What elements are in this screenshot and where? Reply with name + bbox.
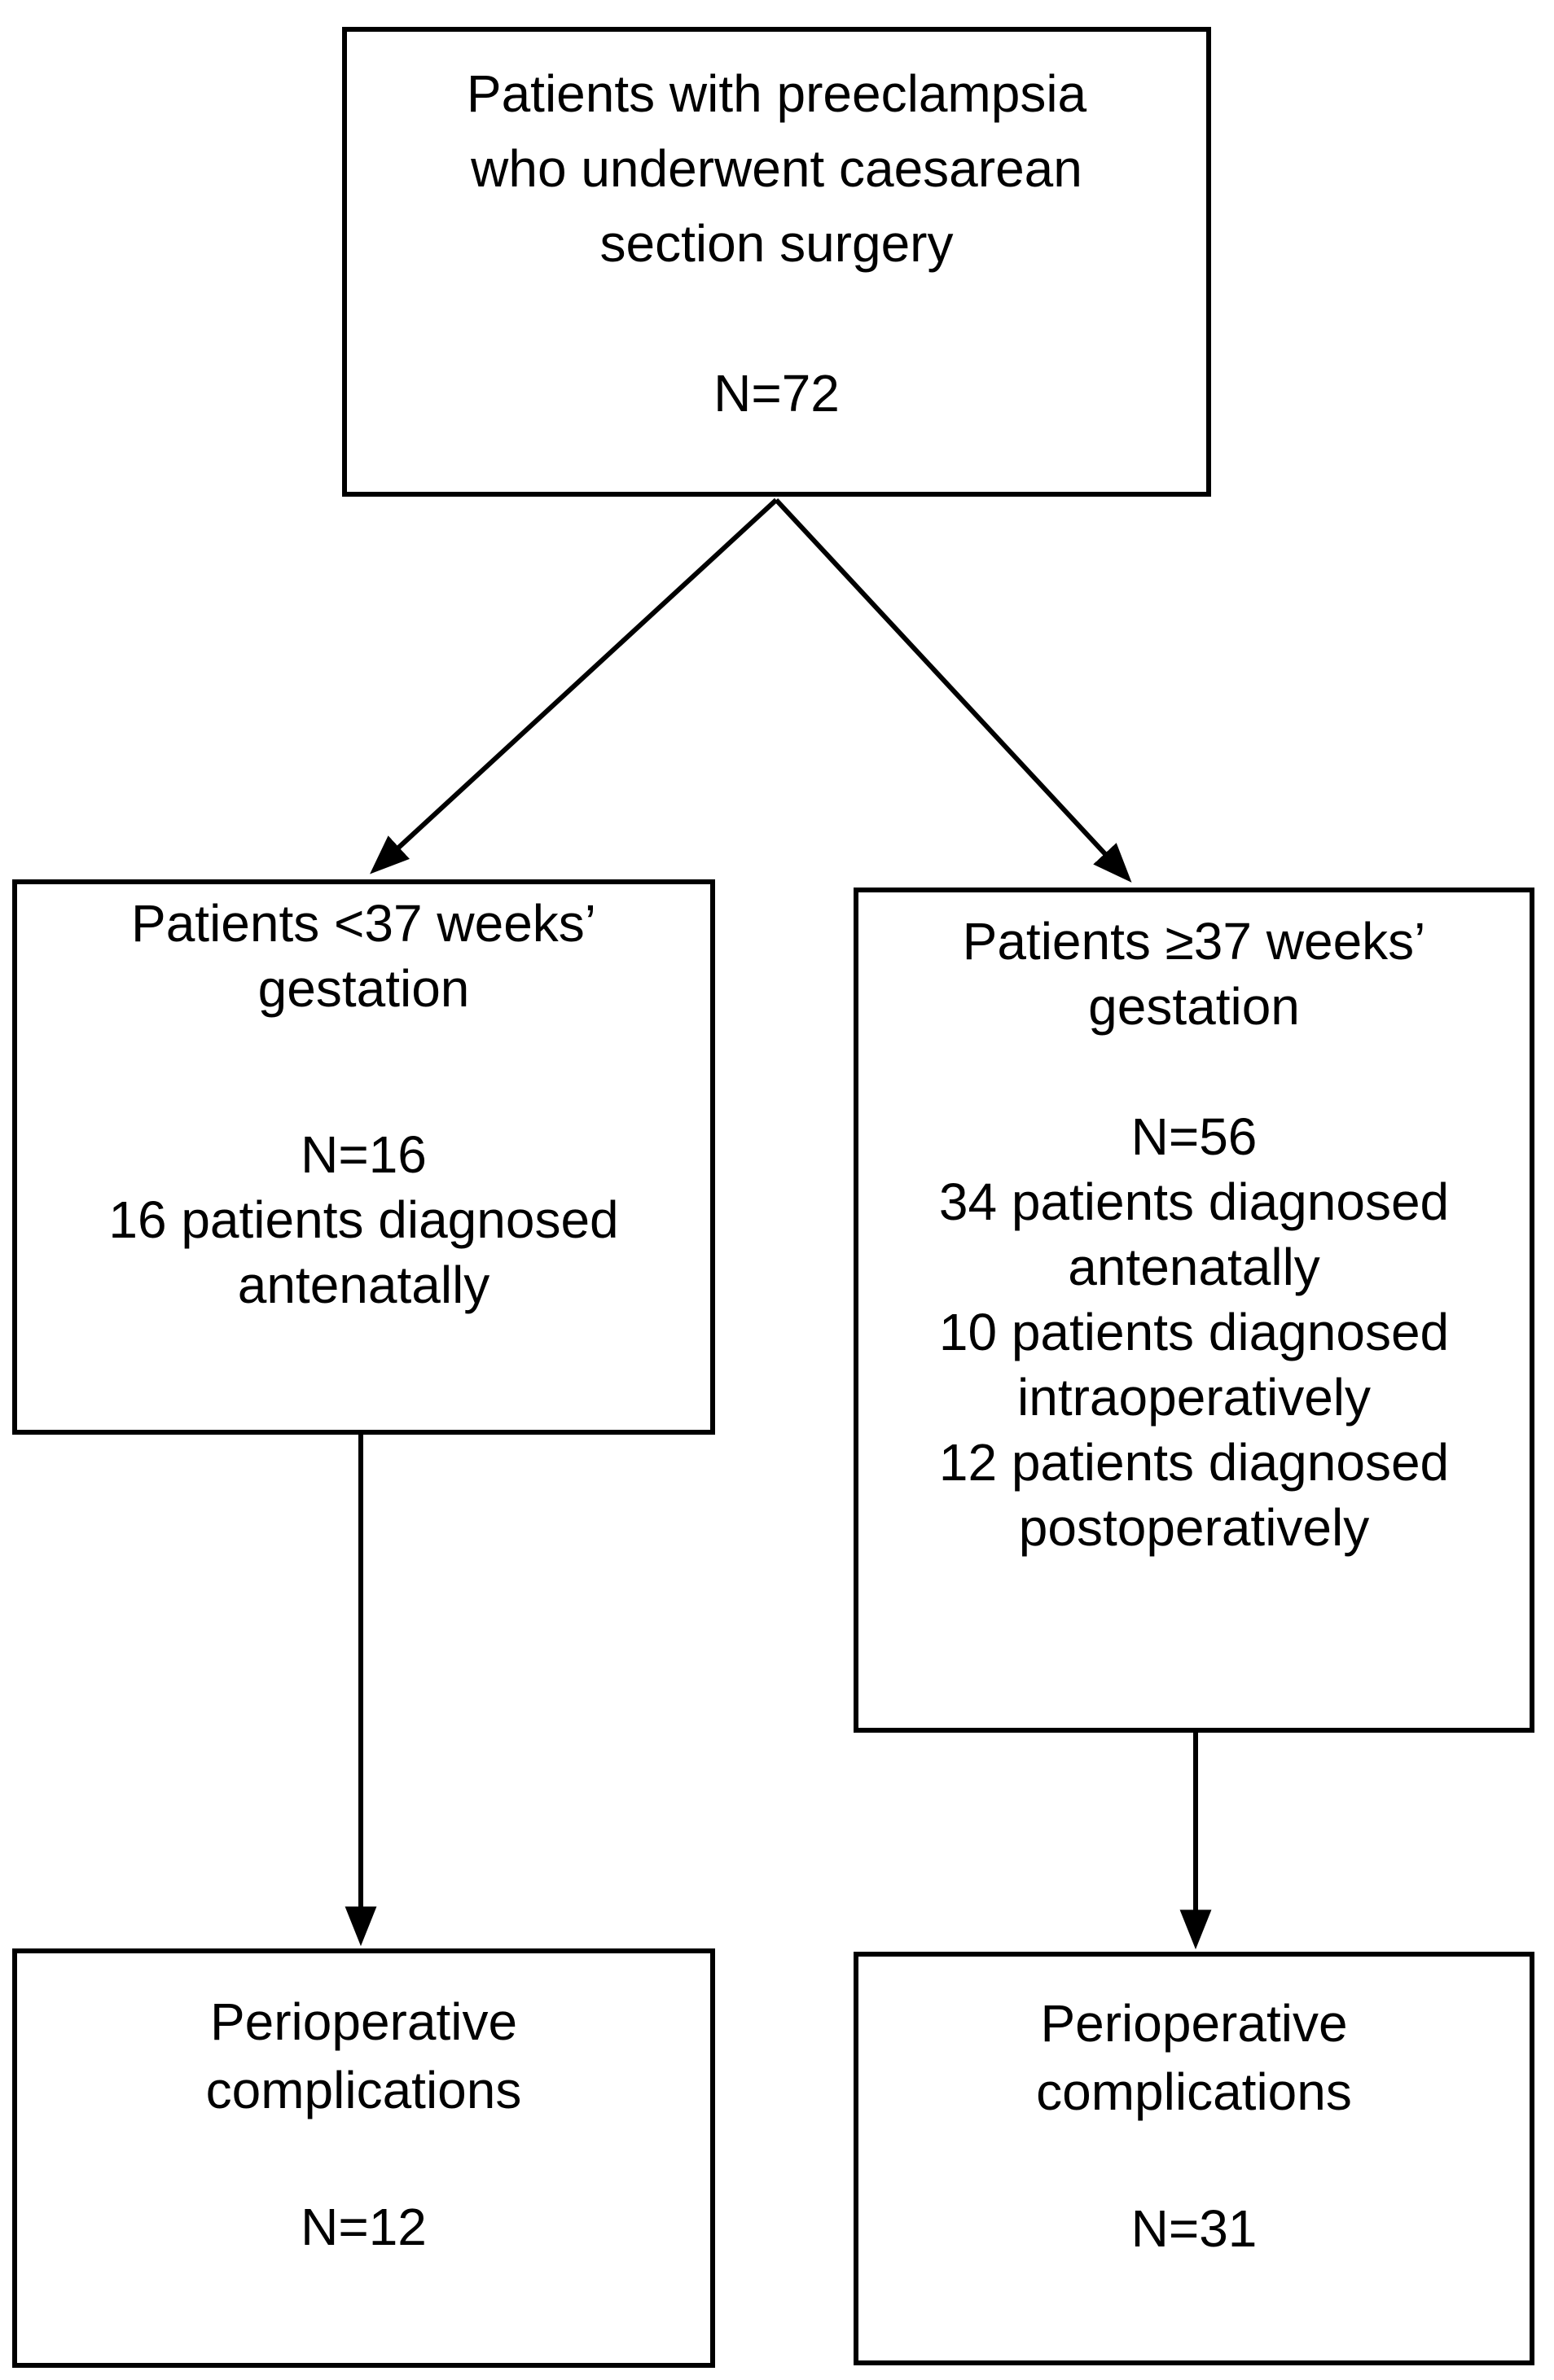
arrow-total-to-under-37 xyxy=(370,497,779,874)
count-line: N=72 xyxy=(713,364,840,423)
blank-line xyxy=(17,2124,710,2193)
text-line: postoperatively xyxy=(1018,1498,1370,1557)
text-line: complications xyxy=(1036,2062,1352,2121)
text-line: who underwent caesarean xyxy=(471,139,1082,198)
text-line: 12 patients diagnosed xyxy=(938,1433,1450,1492)
count-line: N=31 xyxy=(1130,2199,1258,2258)
box-complications-under-37: Perioperative complications N=12 xyxy=(12,1948,715,2368)
blank-line xyxy=(17,1021,710,1122)
text-line: 16 patients diagnosed xyxy=(108,1190,619,1249)
text-line: antenatally xyxy=(237,1256,490,1314)
arrow-total-to-37-plus xyxy=(774,497,1132,883)
box-preeclampsia-total: Patients with preeclampsia who underwent… xyxy=(342,27,1211,497)
text-line: Perioperative xyxy=(209,1992,518,2051)
text-line: Perioperative xyxy=(1040,1994,1348,2053)
count-line: N=12 xyxy=(301,2198,427,2256)
blank-line xyxy=(858,2126,1530,2194)
box-complications-37-plus: Perioperative complications N=31 xyxy=(854,1952,1534,2365)
text-line: section surgery xyxy=(599,214,954,273)
box-37-weeks-or-more: Patients ≥37 weeks’ gestation N=56 34 pa… xyxy=(854,888,1534,1733)
text-line: 10 patients diagnosed xyxy=(938,1303,1450,1361)
text-line: antenatally xyxy=(1068,1238,1320,1296)
blank-line xyxy=(858,1039,1530,1104)
text-line: 34 patients diagnosed xyxy=(938,1172,1450,1231)
box-under-37-weeks: Patients <37 weeks’ gestation N=16 16 pa… xyxy=(12,879,715,1435)
text-line: Patients ≥37 weeks’ xyxy=(962,912,1426,971)
text-line: Patients <37 weeks’ xyxy=(131,894,596,953)
blank-line xyxy=(347,281,1206,356)
text-line: gestation xyxy=(257,959,470,1018)
count-line: N=56 xyxy=(1130,1107,1258,1166)
text-line: Patients with preeclampsia xyxy=(466,64,1087,123)
text-line: gestation xyxy=(1088,977,1300,1036)
text-line: intraoperatively xyxy=(1017,1368,1371,1427)
text-line: complications xyxy=(205,2061,522,2119)
count-line: N=16 xyxy=(301,1125,427,1184)
